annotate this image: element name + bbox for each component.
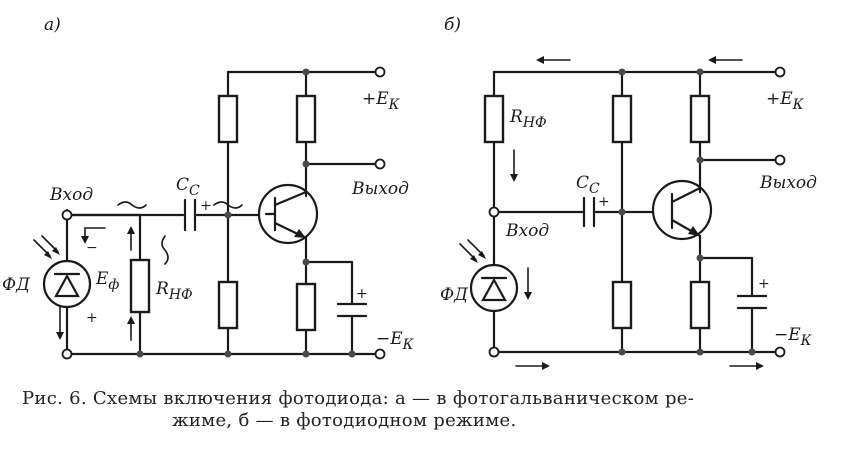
panel-a-ac-wave-icon bbox=[117, 201, 147, 209]
panel-b-ground-terminal bbox=[488, 346, 500, 358]
panel-b-arrowhead1-icon bbox=[510, 174, 518, 182]
panel-a-ground-terminal bbox=[61, 348, 73, 360]
panel-a-photodiode-triangle bbox=[54, 273, 80, 298]
panel-a-junction bbox=[302, 350, 310, 358]
panel-b-junction bbox=[696, 254, 704, 262]
panel-b-tag: б) bbox=[444, 15, 461, 35]
panel-a-pos-terminal bbox=[374, 66, 386, 78]
panel-a-junction bbox=[348, 350, 356, 358]
panel-b-ray-arrow2-icon bbox=[478, 251, 486, 259]
caption-line-1: Рис. 6. Схемы включения фотодиода: а — в… bbox=[22, 388, 695, 409]
panel-b-input-terminal bbox=[488, 206, 500, 218]
caption-line-2: жиме, б — в фотодиодном режиме. bbox=[172, 410, 517, 431]
panel-b-junction bbox=[696, 68, 704, 76]
panel-a-supply-neg-label: −EК bbox=[376, 329, 415, 353]
panel-a-load-resistor bbox=[129, 258, 151, 314]
panel-b-photodiode-triangle bbox=[481, 277, 507, 302]
panel-a-transistor-icon bbox=[257, 183, 319, 245]
panel-b-bottom-arrowhead-right2-icon bbox=[756, 362, 764, 370]
panel-a-capacitor-label: CС bbox=[176, 175, 200, 199]
panel-a-ray-arrow2-icon bbox=[52, 247, 60, 255]
panel-a-output-terminal bbox=[374, 158, 386, 170]
panel-a-tag: а) bbox=[44, 15, 61, 35]
panel-b-bypass-wire-top bbox=[698, 256, 754, 298]
panel-b-output-label: Выход bbox=[759, 173, 817, 193]
panel-b-emitter-arrow-icon bbox=[688, 226, 700, 236]
panel-a-loop-arrowhead-icon bbox=[81, 236, 89, 244]
panel-a-junction bbox=[224, 350, 232, 358]
panel-a-divider-resistor-bottom bbox=[217, 280, 239, 330]
panel-a-input-label: Вход bbox=[49, 185, 93, 205]
panel-a-circuit: а) + + CС RНФ bbox=[2, 15, 415, 360]
panel-a-plus-sign: + bbox=[86, 310, 98, 326]
panel-b-junction bbox=[618, 68, 626, 76]
panel-a-junction bbox=[302, 160, 310, 168]
panel-b-divider-resistor-bottom bbox=[611, 280, 633, 330]
panel-a-ac-wave3-icon bbox=[161, 235, 169, 265]
panel-a-junction bbox=[302, 68, 310, 76]
panel-a-load-label: RНФ bbox=[155, 279, 193, 303]
panel-b-coupling-plus: + bbox=[598, 194, 610, 210]
panel-b-capacitor-label: CС bbox=[576, 173, 600, 197]
panel-a-transistor-collector bbox=[273, 190, 308, 207]
panel-a-ray-arrow1-icon bbox=[44, 251, 52, 259]
panel-b-bypass-plus: + bbox=[758, 276, 770, 292]
panel-a-current-arrowhead-down-icon bbox=[56, 332, 64, 340]
panel-b-junction bbox=[618, 208, 626, 216]
panel-a-input-terminal bbox=[61, 209, 73, 221]
panel-a-coupling-plus: + bbox=[200, 198, 212, 214]
panel-b-transistor-collector bbox=[670, 186, 702, 204]
panel-b-divider-resistor-top bbox=[611, 94, 633, 144]
panel-a-bypass-wire-top bbox=[304, 260, 354, 306]
panel-a-bypass-plus: + bbox=[356, 286, 368, 302]
panel-a-output-label: Выход bbox=[351, 179, 409, 199]
panel-b-bottom-arrowhead-right-icon bbox=[542, 362, 550, 370]
panel-a-up-arrowhead1-icon bbox=[127, 226, 135, 234]
panel-a-neg-terminal bbox=[374, 348, 386, 360]
panel-b-junction bbox=[696, 348, 704, 356]
panel-a-up-arrowhead2-icon bbox=[127, 316, 135, 324]
panel-a-emitter-arrow-icon bbox=[294, 229, 306, 238]
panel-b-input-label: Вход bbox=[505, 221, 549, 241]
panel-b-transistor-icon bbox=[651, 179, 713, 241]
panel-b-neg-terminal bbox=[774, 346, 786, 358]
circuit-figure: а) + + CС RНФ bbox=[2, 15, 817, 370]
panel-a-emf-label: Eф bbox=[95, 269, 119, 293]
panel-b-junction bbox=[748, 348, 756, 356]
panel-a-junction bbox=[136, 350, 144, 358]
panel-a-photodiode-label: ФД bbox=[2, 275, 31, 295]
panel-a-ac-wave2-icon bbox=[213, 201, 243, 209]
figure-caption: Рис. 6. Схемы включения фотодиода: а — в… bbox=[22, 388, 834, 432]
panel-b-output-terminal bbox=[774, 154, 786, 166]
panel-b-supply-neg-label: −EК bbox=[774, 325, 813, 349]
panel-a-junction bbox=[224, 211, 232, 219]
panel-b-junction bbox=[696, 156, 704, 164]
panel-a-divider-resistor-top bbox=[217, 94, 239, 144]
panel-a-collector-resistor bbox=[295, 94, 317, 144]
panel-b-emitter-resistor bbox=[689, 280, 711, 330]
panel-a-junction bbox=[302, 258, 310, 266]
panel-b-junction bbox=[618, 348, 626, 356]
panel-b-arrowhead2-icon bbox=[524, 292, 532, 300]
panel-a-loop-arrow bbox=[84, 227, 106, 241]
panel-b-load-resistor bbox=[483, 94, 505, 144]
panel-b-pos-terminal bbox=[774, 66, 786, 78]
panel-b-load-label: RНФ bbox=[509, 107, 547, 131]
panel-a-supply-pos-label: +EК bbox=[362, 89, 401, 113]
panel-b-supply-pos-label: +EК bbox=[766, 89, 805, 113]
panel-a-minus-sign: − bbox=[86, 240, 98, 256]
panel-a-emitter-resistor bbox=[295, 282, 317, 332]
panel-b-circuit: б) + + CС RНФ ФД bbox=[440, 15, 817, 370]
panel-b-ray-arrow1-icon bbox=[470, 255, 478, 263]
panel-b-top-arrowhead-left2-icon bbox=[708, 56, 716, 64]
panel-b-collector-resistor bbox=[689, 94, 711, 144]
panel-b-photodiode-label: ФД bbox=[440, 285, 469, 305]
panel-b-top-arrowhead-left-icon bbox=[536, 56, 544, 64]
